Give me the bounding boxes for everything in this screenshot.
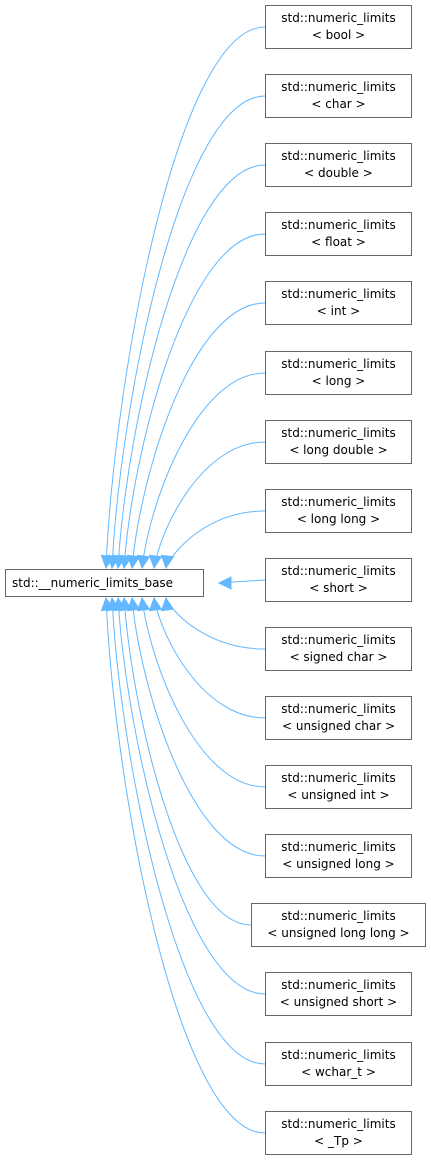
inheritance-edge: [111, 95, 266, 569]
derived-class-node[interactable]: std::numeric_limits< unsigned char >: [265, 696, 412, 740]
derived-class-name: std::numeric_limits: [281, 840, 396, 854]
inheritance-arrowhead: [160, 596, 175, 612]
base-class-node[interactable]: std::__numeric_limits_base: [5, 569, 204, 597]
derived-class-node[interactable]: std::numeric_limits< char >: [265, 74, 412, 118]
inheritance-arrowhead: [126, 554, 141, 570]
derived-class-template-arg: < char >: [311, 97, 366, 111]
derived-class-template-arg: < long double >: [289, 443, 388, 457]
inheritance-edge: [123, 597, 252, 926]
inheritance-edge: [131, 597, 266, 857]
derived-class-template-arg: < long long >: [296, 512, 381, 526]
derived-class-template-arg: < unsigned long long >: [267, 926, 410, 940]
derived-class-name: std::numeric_limits: [281, 80, 396, 94]
inheritance-edge: [117, 597, 266, 995]
inheritance-arrowhead: [148, 596, 163, 612]
derived-class-name: std::numeric_limits: [281, 426, 396, 440]
derived-class-template-arg: < _Tp >: [314, 1134, 363, 1148]
derived-class-node[interactable]: std::numeric_limits< unsigned short >: [265, 972, 412, 1016]
inheritance-edge: [105, 26, 266, 569]
derived-class-node[interactable]: std::numeric_limits< unsigned long >: [265, 834, 412, 878]
derived-class-template-arg: < unsigned int >: [287, 788, 390, 802]
inheritance-edge: [153, 597, 266, 719]
inheritance-arrowhead: [136, 554, 151, 570]
inheritance-arrowhead: [100, 596, 115, 612]
inheritance-edge: [141, 597, 266, 788]
derived-class-template-arg: < bool >: [311, 28, 366, 42]
derived-class-name: std::numeric_limits: [281, 11, 396, 25]
derived-class-template-arg: < wchar_t >: [301, 1065, 376, 1079]
inheritance-arrowhead: [160, 554, 175, 570]
derived-class-template-arg: < signed char >: [289, 650, 388, 664]
derived-class-template-arg: < unsigned short >: [279, 995, 398, 1009]
derived-class-template-arg: < float >: [311, 235, 366, 249]
inheritance-arrowhead: [136, 596, 151, 612]
derived-class-node[interactable]: std::numeric_limits< double >: [265, 143, 412, 187]
derived-class-name: std::numeric_limits: [281, 909, 396, 923]
derived-class-node[interactable]: std::numeric_limits< long >: [265, 351, 412, 395]
derived-class-node[interactable]: std::numeric_limits< short >: [265, 558, 412, 602]
derived-class-node[interactable]: std::numeric_limits< bool >: [265, 5, 412, 49]
inheritance-edge: [165, 510, 266, 569]
derived-class-name: std::numeric_limits: [281, 633, 396, 647]
derived-class-node[interactable]: std::numeric_limits< long double >: [265, 420, 412, 464]
derived-class-node[interactable]: std::numeric_limits< float >: [265, 212, 412, 256]
derived-class-node[interactable]: std::numeric_limits< int >: [265, 281, 412, 325]
derived-class-name: std::numeric_limits: [281, 1048, 396, 1062]
inheritance-edge: [105, 597, 266, 1134]
derived-class-name: std::numeric_limits: [281, 218, 396, 232]
derived-class-node[interactable]: std::numeric_limits< long long >: [265, 489, 412, 533]
derived-class-name: std::numeric_limits: [281, 495, 396, 509]
inheritance-edge: [141, 372, 266, 569]
derived-class-template-arg: < double >: [304, 166, 373, 180]
derived-class-name: std::numeric_limits: [281, 149, 396, 163]
derived-class-node[interactable]: std::numeric_limits< wchar_t >: [265, 1042, 412, 1086]
derived-class-name: std::numeric_limits: [281, 702, 396, 716]
derived-class-template-arg: < int >: [316, 304, 361, 318]
derived-class-name: std::numeric_limits: [281, 771, 396, 785]
derived-class-node[interactable]: std::numeric_limits< unsigned long long …: [251, 903, 426, 947]
inheritance-edge: [153, 441, 266, 569]
derived-class-node[interactable]: std::numeric_limits< unsigned int >: [265, 765, 412, 809]
derived-class-template-arg: < unsigned long >: [282, 857, 395, 871]
derived-class-name: std::numeric_limits: [281, 978, 396, 992]
derived-class-template-arg: < unsigned char >: [281, 719, 396, 733]
inheritance-edge: [165, 597, 266, 650]
derived-class-template-arg: < long >: [311, 374, 366, 388]
inheritance-arrowhead: [217, 576, 232, 590]
inheritance-arrowhead: [148, 554, 163, 570]
derived-class-template-arg: < short >: [309, 581, 368, 595]
derived-class-name: std::numeric_limits: [281, 564, 396, 578]
inheritance-edge: [117, 164, 266, 569]
derived-class-node[interactable]: std::numeric_limits< signed char >: [265, 627, 412, 671]
derived-class-name: std::numeric_limits: [281, 357, 396, 371]
derived-class-node[interactable]: std::numeric_limits< _Tp >: [265, 1111, 412, 1155]
inheritance-edge: [131, 302, 266, 569]
base-class-label: std::__numeric_limits_base: [12, 575, 174, 590]
inheritance-edge: [123, 233, 266, 569]
inheritance-edge: [111, 597, 266, 1065]
derived-class-name: std::numeric_limits: [281, 287, 396, 301]
derived-class-name: std::numeric_limits: [281, 1117, 396, 1131]
